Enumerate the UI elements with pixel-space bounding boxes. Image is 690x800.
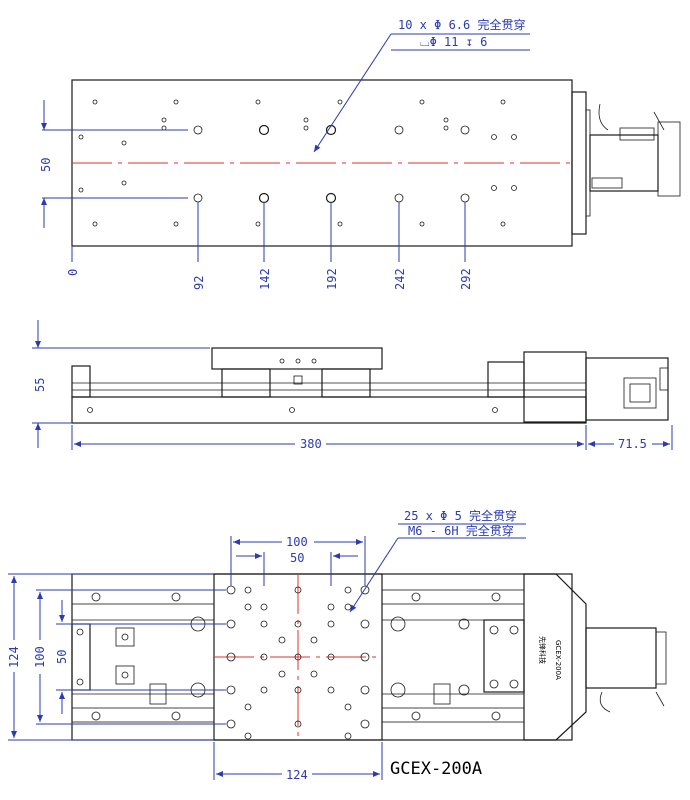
- top-pos-192: 192: [325, 268, 339, 290]
- top-dim-50: 50: [39, 158, 53, 172]
- side-dim-71-5: 71.5: [618, 437, 647, 451]
- motor-model-label: GCEX-200A: [554, 640, 562, 680]
- side-motor: [523, 351, 669, 423]
- side-view: 55 380 71.5: [32, 320, 673, 451]
- motor-brand-label: 先锋科技: [538, 636, 547, 664]
- bottom-hole-callout-1: 25 x Φ 5 完全贯穿: [404, 508, 517, 523]
- carriage-holes: [226, 585, 370, 740]
- side-dim-55: 55: [33, 378, 47, 392]
- top-hole-callout-2: ⌴Φ 11 ↧ 6: [420, 35, 487, 49]
- top-view: 50 0 92 142 192 242 292 10 x Φ 6.6 完全贯穿 …: [39, 17, 681, 290]
- bottom-motor: 先锋科技 GCEX-200A: [523, 573, 667, 741]
- top-pos-0: 0: [66, 269, 80, 276]
- bottom-dim-100-top: 100: [286, 535, 308, 549]
- top-pos-92: 92: [192, 276, 206, 290]
- side-base: [71, 396, 587, 424]
- side-carriage-plate: [211, 347, 383, 370]
- bottom-hole-callout-2: M6 - 6H 完全贯穿: [408, 523, 514, 538]
- bottom-dim-124-left: 124: [7, 646, 21, 668]
- bottom-view: 先锋科技 GCEX-200A 25 x Φ 5 完全贯穿 M6 - 6H 完全贯: [7, 508, 667, 782]
- top-small-holes: [78, 99, 517, 227]
- top-pos-292: 292: [459, 268, 473, 290]
- top-motor: [571, 91, 681, 235]
- bottom-dim-100-left: 100: [33, 646, 47, 668]
- bottom-base: [71, 573, 573, 741]
- top-mounting-holes: [193, 124, 470, 204]
- side-dim-380: 380: [300, 437, 322, 451]
- model-name: GCEX-200A: [390, 759, 482, 779]
- bottom-dim-50-left: 50: [55, 650, 69, 664]
- bottom-dim-50-top: 50: [290, 551, 304, 565]
- top-pos-242: 242: [393, 268, 407, 290]
- top-hole-callout-1: 10 x Φ 6.6 完全贯穿: [398, 17, 525, 32]
- bottom-dim-124: 124: [286, 768, 308, 782]
- top-pos-142: 142: [258, 268, 272, 290]
